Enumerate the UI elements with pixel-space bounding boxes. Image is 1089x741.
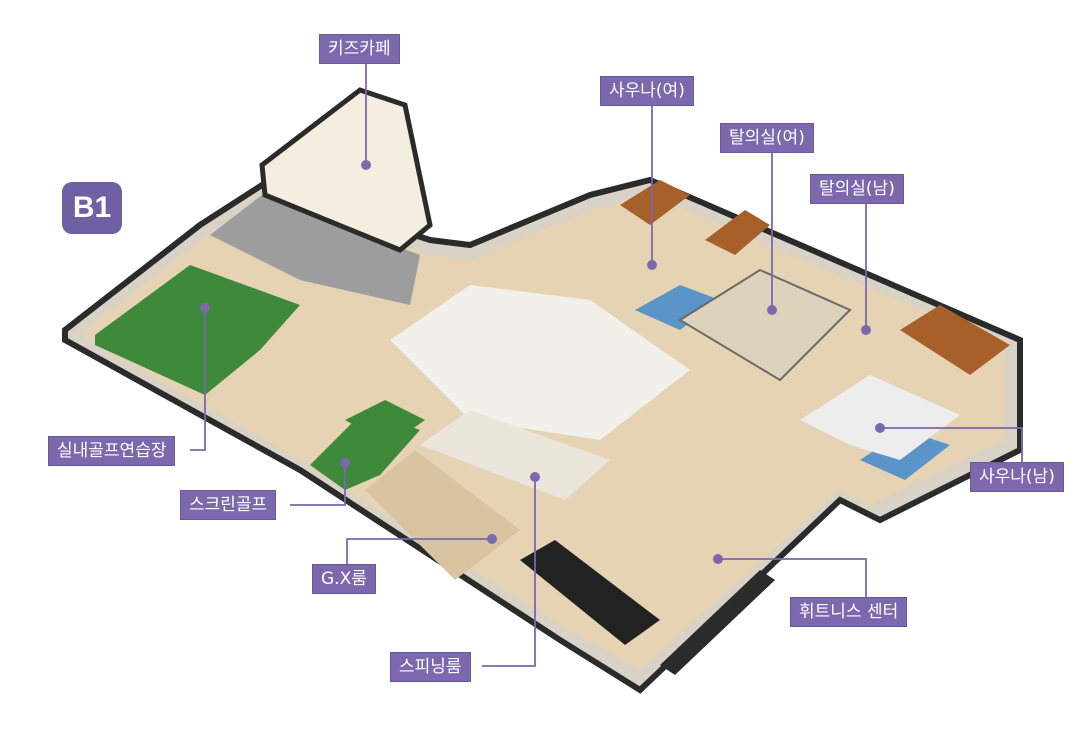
spinning-room-floor: [420, 410, 610, 500]
leader-indoor-golf: [190, 308, 206, 451]
gx-room-floor: [365, 450, 520, 580]
sauna-women-pool: [635, 285, 720, 330]
screen-golf-turf-2: [345, 400, 425, 445]
label-sauna-men: 사우나(남): [970, 462, 1064, 492]
leader-sauna-men: [880, 427, 1023, 462]
fitness-stairs: [660, 570, 775, 675]
label-screen-golf: 스크린골프: [180, 490, 277, 520]
label-locker-women: 탈의실(여): [720, 123, 814, 153]
leader-spinning-room: [482, 477, 536, 667]
floor-badge: B1: [62, 182, 122, 234]
label-spinning-room: 스피닝룸: [390, 652, 471, 682]
kids-cafe-room: [259, 87, 433, 253]
label-locker-men: 탈의실(남): [810, 174, 904, 204]
fitness-rubber-floor: [520, 540, 660, 645]
lobby-floor: [390, 285, 690, 440]
leader-dots: [200, 160, 885, 564]
indoor-golf-turf: [95, 265, 300, 395]
label-fitness-center: 휘트니스 센터: [790, 597, 908, 627]
sauna-women-wood: [620, 180, 690, 225]
leader-lines: [190, 62, 1023, 667]
label-kids-cafe: 키즈카페: [319, 34, 400, 64]
sauna-men-wood: [900, 305, 1010, 375]
leader-fitness: [718, 558, 867, 598]
label-gx-room: G.X룸: [312, 564, 376, 594]
sauna-men-tile: [800, 375, 960, 460]
locker-women-wood: [705, 210, 770, 255]
label-indoor-golf: 실내골프연습장: [48, 436, 176, 466]
leader-screen-golf: [290, 463, 346, 506]
seating-stand: [210, 195, 420, 305]
label-sauna-women: 사우나(여): [600, 76, 694, 106]
leader-gx-room: [346, 538, 492, 565]
locker-rows: [678, 268, 852, 382]
